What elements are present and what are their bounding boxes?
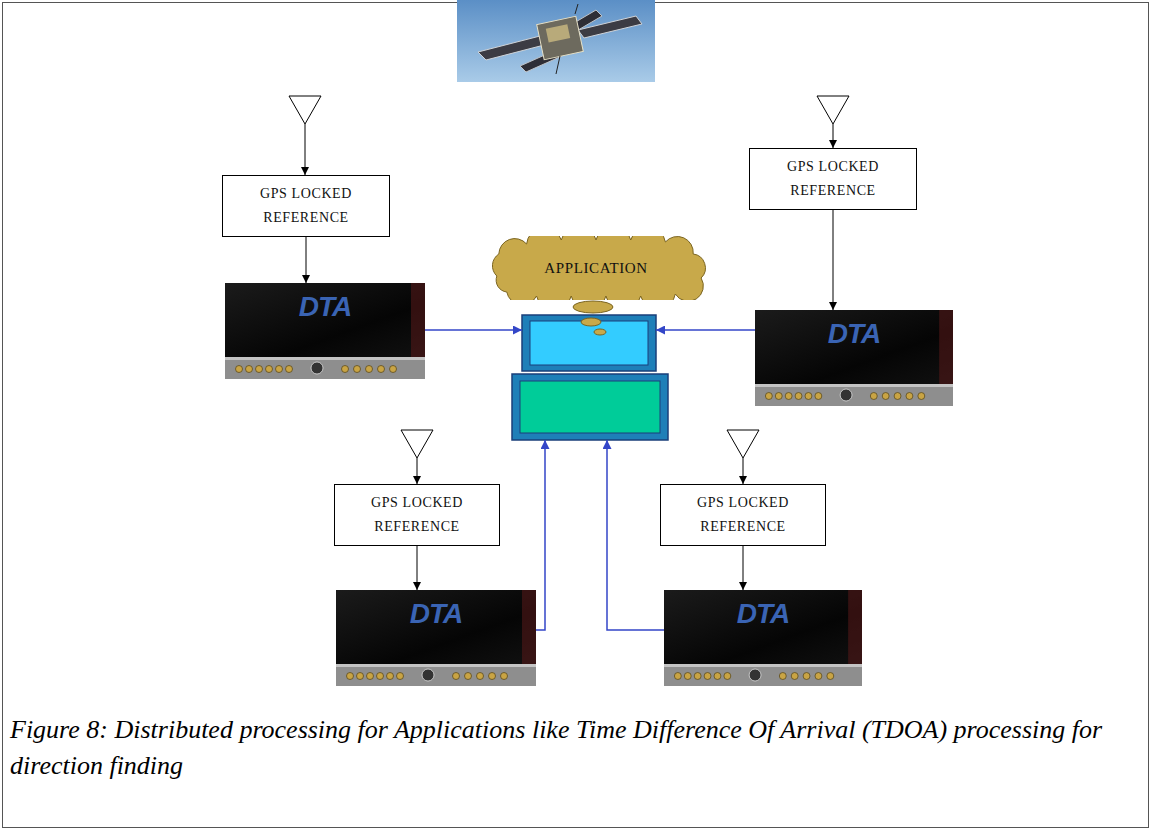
data-link — [385, 330, 755, 630]
device-logo: DTA — [828, 318, 880, 350]
device-logo: DTA — [737, 598, 789, 630]
figure-frame — [3, 3, 1149, 828]
node-label: GPS LOCKED REFERENCE — [242, 182, 370, 230]
caption-text: Figure 8: Distributed processing for App… — [10, 715, 1102, 780]
receiver-device: DTA — [664, 590, 862, 686]
node-label: GPS LOCKED REFERENCE — [353, 491, 481, 539]
reference-box: GPS LOCKED REFERENCE — [660, 484, 826, 546]
node-label: GPS LOCKED REFERENCE — [769, 155, 897, 203]
device-logo: DTA — [299, 291, 351, 323]
reference-box: GPS LOCKED REFERENCE — [222, 175, 390, 237]
receiver-device: DTA — [225, 283, 425, 379]
signal-arrow — [306, 237, 307, 283]
reference-box: GPS LOCKED REFERENCE — [749, 148, 917, 210]
satellite-photo — [457, 0, 655, 82]
signal-arrow — [743, 546, 744, 590]
signal-arrow — [417, 546, 418, 590]
figure-caption: Figure 8: Distributed processing for App… — [10, 712, 1135, 784]
signal-arrow — [833, 210, 834, 310]
reference-box: GPS LOCKED REFERENCE — [334, 484, 500, 546]
application-cloud: APPLICATION — [477, 236, 715, 300]
node-label: GPS LOCKED REFERENCE — [679, 491, 807, 539]
device-logo: DTA — [410, 598, 462, 630]
computer-symbol — [512, 315, 668, 440]
node-label: APPLICATION — [544, 260, 647, 277]
receiver-device: DTA — [755, 310, 953, 406]
thought-bubble — [573, 301, 613, 335]
receiver-device: DTA — [336, 590, 536, 686]
